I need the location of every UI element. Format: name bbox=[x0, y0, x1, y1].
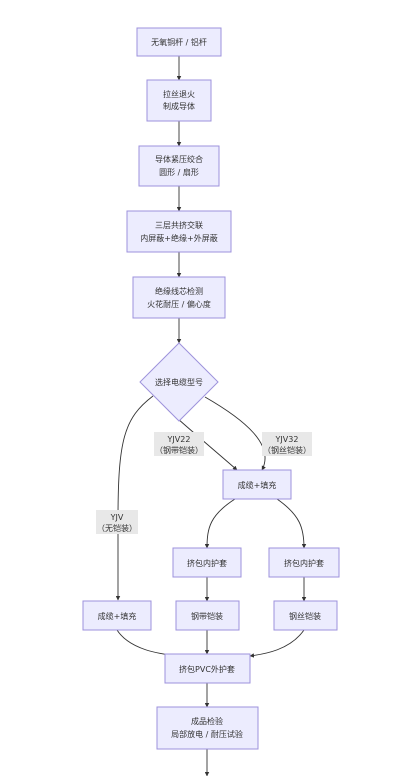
node-core-inspection: 绝缘线芯检测 火花耐压 / 偏心度 bbox=[132, 276, 226, 319]
node-steel-tape-armor: 钢带铠装 bbox=[175, 600, 240, 631]
node-steel-wire-armor-label: 钢丝铠装 bbox=[289, 611, 321, 621]
edge-label-yjv-line1: YJV bbox=[110, 513, 124, 522]
node-conductor-compaction-line2: 圆形 / 扇形 bbox=[159, 167, 199, 177]
node-triple-extrusion-line2: 内屏蔽+绝缘+外屏蔽 bbox=[140, 233, 217, 243]
edge-decision-to-yjv bbox=[115, 395, 154, 601]
edge-label-yjv22-line2: （钢带铠装） bbox=[155, 445, 203, 455]
node-wire-drawing-line1: 拉丝退火 bbox=[163, 89, 195, 99]
node-triple-extrusion-line1: 三层共挤交联 bbox=[155, 220, 203, 230]
node-triple-extrusion: 三层共挤交联 内屏蔽+绝缘+外屏蔽 bbox=[126, 210, 232, 253]
node-final-inspection-line1: 成品检验 bbox=[191, 716, 223, 726]
node-wire-drawing-line2: 制成导体 bbox=[163, 101, 195, 111]
node-cabling-fill-unarmored-label: 成缆+填充 bbox=[98, 611, 137, 621]
node-select-cable-type-label: 选择电缆型号 bbox=[155, 377, 203, 387]
edge-label-yjv32-line2: （钢丝铠装） bbox=[263, 445, 311, 455]
node-raw-material-label: 无氧铜杆 / 铝杆 bbox=[151, 37, 207, 47]
edge-label-yjv22-line1: YJV22 bbox=[167, 435, 191, 444]
node-cabling-fill-armored: 成缆+填充 bbox=[222, 469, 292, 500]
node-steel-tape-armor-label: 钢带铠装 bbox=[191, 611, 223, 621]
edge-fill-to-inner-a bbox=[204, 498, 236, 549]
edge-label-yjv-line2: （无铠装） bbox=[97, 523, 137, 533]
node-steel-wire-armor: 钢丝铠装 bbox=[273, 600, 338, 631]
node-final-inspection: 成品检验 局部放电 / 耐压试验 bbox=[156, 706, 259, 750]
edge-label-yjv22: YJV22 （钢带铠装） bbox=[154, 432, 204, 456]
node-inner-sheath-tape-label: 挤包内护套 bbox=[187, 558, 227, 568]
edge-decision-to-yjv32 bbox=[204, 396, 266, 471]
node-select-cable-type: 选择电缆型号 bbox=[139, 342, 219, 422]
edge-fill-to-inner-b bbox=[276, 498, 307, 549]
node-conductor-compaction-line1: 导体紧压绞合 bbox=[155, 154, 203, 164]
node-core-inspection-line2: 火花耐压 / 偏心度 bbox=[147, 299, 211, 309]
node-outer-sheath: 挤包PVC外护套 bbox=[164, 653, 251, 684]
node-final-inspection-line2: 局部放电 / 耐压试验 bbox=[171, 729, 243, 739]
node-cabling-fill-armored-label: 成缆+填充 bbox=[238, 480, 277, 490]
node-inner-sheath-wire-label: 挤包内护套 bbox=[284, 558, 324, 568]
edge-fill-left-to-outer bbox=[116, 629, 179, 658]
node-cabling-fill-unarmored: 成缆+填充 bbox=[82, 600, 152, 631]
node-raw-material: 无氧铜杆 / 铝杆 bbox=[136, 27, 222, 57]
node-inner-sheath-wire: 挤包内护套 bbox=[268, 547, 340, 578]
node-wire-drawing: 拉丝退火 制成导体 bbox=[146, 79, 212, 122]
edge-wire-to-outer bbox=[249, 629, 305, 658]
node-outer-sheath-label: 挤包PVC外护套 bbox=[179, 664, 235, 674]
edge-label-yjv: YJV （无铠装） bbox=[96, 510, 138, 534]
edge-label-yjv32: YJV32 （钢丝铠装） bbox=[262, 432, 312, 456]
node-core-inspection-line1: 绝缘线芯检测 bbox=[155, 286, 203, 296]
edge-label-yjv32-line1: YJV32 bbox=[275, 435, 299, 444]
node-inner-sheath-tape: 挤包内护套 bbox=[172, 547, 242, 578]
node-conductor-compaction: 导体紧压绞合 圆形 / 扇形 bbox=[138, 145, 220, 187]
